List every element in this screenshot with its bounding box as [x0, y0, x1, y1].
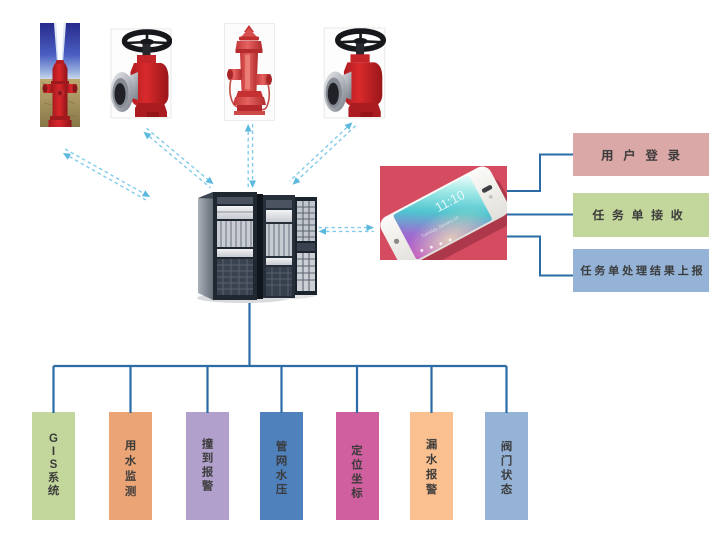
svg-text:I: I	[52, 446, 55, 458]
svg-text:S: S	[50, 459, 58, 471]
svg-text:G: G	[49, 433, 58, 445]
